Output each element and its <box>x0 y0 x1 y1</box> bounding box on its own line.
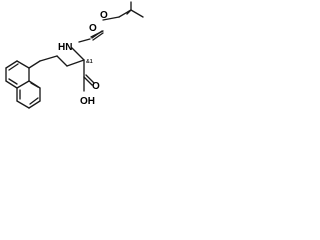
hydroxyl-label: OH <box>80 96 95 107</box>
alkyl-chain-bonds <box>28 55 85 69</box>
molecule-diagram: HN O O O OH &1 <box>0 0 155 122</box>
tert-butyl-group <box>118 1 144 18</box>
structure-drawing: HN O O O OH &1 <box>5 1 144 109</box>
naphthalene-ring <box>5 60 41 109</box>
boc-linkage-bonds <box>71 16 120 61</box>
carbonyl-oxygen-label: O <box>89 23 97 34</box>
carboxylic-acid-bonds <box>83 59 95 92</box>
stereo-marker: &1 <box>86 59 93 65</box>
nh-label: HN <box>58 42 72 53</box>
ester-oxygen-label: O <box>100 10 108 21</box>
acid-carbonyl-oxygen-label: O <box>92 81 100 92</box>
